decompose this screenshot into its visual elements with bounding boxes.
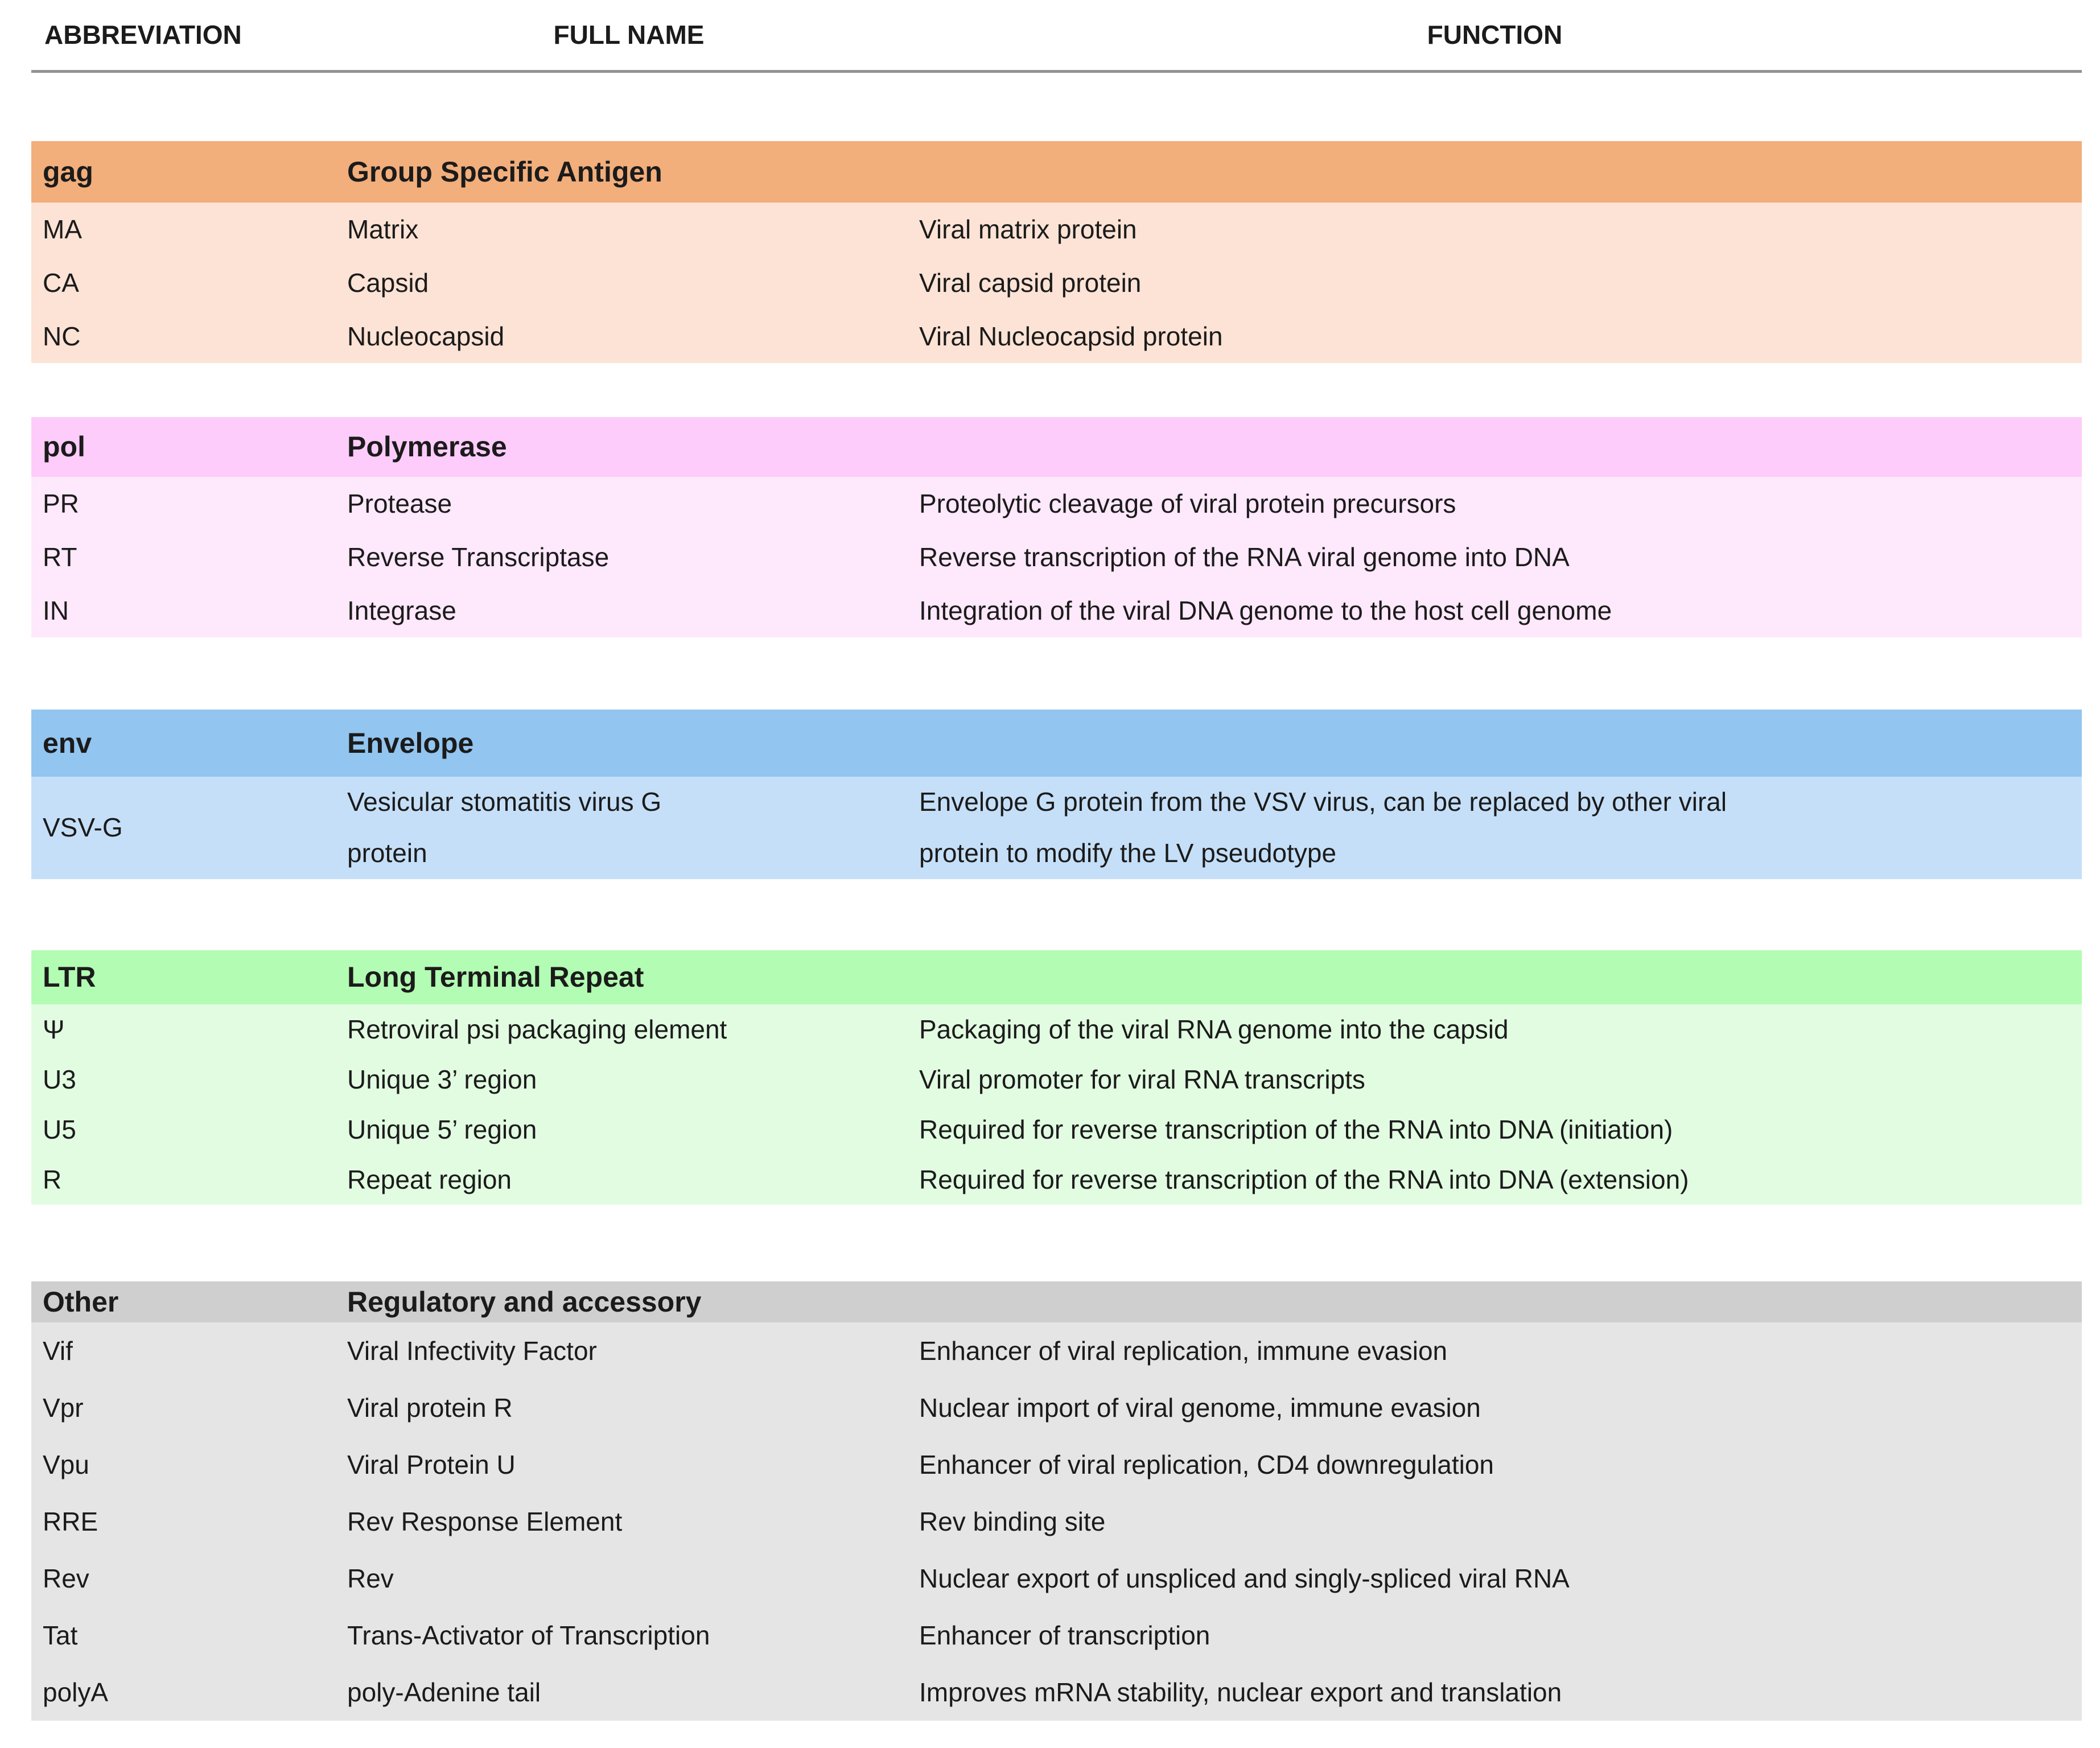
abbreviation-cell: IN bbox=[43, 595, 69, 625]
abbreviation-cell: MA bbox=[43, 214, 82, 244]
function-cell: Integration of the viral DNA genome to t… bbox=[919, 595, 1612, 625]
abbreviation-cell: PR bbox=[43, 488, 79, 518]
table-row: Vif Viral Infectivity Factor Enhancer of v… bbox=[31, 1322, 2082, 1379]
table-row: Rev Rev Nuclear export of unspliced and si… bbox=[31, 1550, 2082, 1607]
table-row: RRE Rev Response Element Rev binding site bbox=[31, 1493, 2082, 1550]
abbreviation-cell: U3 bbox=[43, 1064, 76, 1094]
abbreviation-cell: Rev bbox=[43, 1563, 89, 1593]
full-name-cell: Retroviral psi packaging element bbox=[347, 1014, 727, 1044]
abbreviation-cell: polyA bbox=[43, 1677, 109, 1707]
function-cell: Required for reverse transcription of th… bbox=[919, 1114, 1673, 1144]
section-title: Envelope bbox=[347, 727, 474, 759]
function-cell: Enhancer of viral replication, immune ev… bbox=[919, 1335, 1448, 1366]
function-cell: Reverse transcription of the RNA viral g… bbox=[919, 542, 1570, 572]
abbreviation-cell: Tat bbox=[43, 1620, 78, 1650]
column-header-full-name: FULL NAME bbox=[553, 20, 705, 50]
function-cell: Viral matrix protein bbox=[919, 214, 1137, 244]
abbreviation-cell: R bbox=[43, 1164, 62, 1194]
section-title: Group Specific Antigen bbox=[347, 155, 662, 188]
table-row: VSV-G Vesicular stomatitis virus G protei… bbox=[31, 777, 2082, 879]
section-title: Regulatory and accessory bbox=[347, 1285, 702, 1318]
table-row: Vpu Viral Protein U Enhancer of viral repl… bbox=[31, 1436, 2082, 1493]
full-name-cell: Matrix bbox=[347, 214, 419, 244]
function-cell: Viral Nucleocapsid protein bbox=[919, 321, 1223, 351]
abbreviation-cell: Vpu bbox=[43, 1449, 89, 1479]
full-name-cell: Integrase bbox=[347, 595, 456, 625]
abbreviation-cell: RT bbox=[43, 542, 77, 572]
column-headers: ABBREVIATION FULL NAME FUNCTION bbox=[31, 0, 2082, 73]
function-cell: Envelope G protein from the VSV virus, c… bbox=[919, 787, 1727, 868]
section-header: LTR Long Terminal Repeat bbox=[31, 950, 2082, 1004]
function-cell: Required for reverse transcription of th… bbox=[919, 1164, 1689, 1194]
function-cell: Nuclear export of unspliced and singly-s… bbox=[919, 1563, 1570, 1593]
full-name-cell: Capsid bbox=[347, 267, 429, 298]
section-header: Other Regulatory and accessory bbox=[31, 1281, 2082, 1322]
full-name-cell: Reverse Transcriptase bbox=[347, 542, 610, 572]
section-title: Polymerase bbox=[347, 431, 507, 463]
full-name-cell: Viral Infectivity Factor bbox=[347, 1335, 597, 1366]
full-name-cell: Repeat region bbox=[347, 1164, 512, 1194]
abbreviation-cell: VSV-G bbox=[43, 813, 123, 843]
table-row: NC Nucleocapsid Viral Nucleocapsid protein bbox=[31, 310, 2082, 363]
section-abbreviation: Other bbox=[43, 1285, 119, 1318]
full-name-cell: Viral protein R bbox=[347, 1392, 513, 1423]
full-name-cell: Rev Response Element bbox=[347, 1506, 623, 1536]
table-row: polyA poly-Adenine tail Improves mRNA stab… bbox=[31, 1664, 2082, 1721]
table-row: RT Reverse Transcriptase Reverse transcrip… bbox=[31, 530, 2082, 584]
function-cell: Enhancer of transcription bbox=[919, 1620, 1210, 1650]
section-header: gag Group Specific Antigen bbox=[31, 141, 2082, 203]
full-name-cell: Rev bbox=[347, 1563, 394, 1593]
abbreviation-cell: U5 bbox=[43, 1114, 76, 1144]
function-cell: Viral capsid protein bbox=[919, 267, 1142, 298]
table-row: IN Integrase Integration of the viral DNA … bbox=[31, 584, 2082, 637]
abbreviation-cell: Vpr bbox=[43, 1392, 84, 1423]
full-name-cell: Protease bbox=[347, 488, 452, 518]
function-cell: Proteolytic cleavage of viral protein pr… bbox=[919, 488, 1456, 518]
section-abbreviation: pol bbox=[43, 431, 85, 463]
abbreviation-cell: Vif bbox=[43, 1335, 73, 1366]
function-cell: Rev binding site bbox=[919, 1506, 1106, 1536]
function-cell: Nuclear import of viral genome, immune e… bbox=[919, 1392, 1481, 1423]
abbreviation-cell: NC bbox=[43, 321, 81, 351]
section-abbreviation: LTR bbox=[43, 961, 96, 993]
full-name-cell: Vesicular stomatitis virus G protein bbox=[347, 787, 662, 868]
table-row: R Repeat region Required for reverse trans… bbox=[31, 1155, 2082, 1205]
section-header: pol Polymerase bbox=[31, 417, 2082, 477]
section-title: Long Terminal Repeat bbox=[347, 961, 644, 993]
full-name-cell: Trans-Activator of Transcription bbox=[347, 1620, 710, 1650]
section-abbreviation: gag bbox=[43, 155, 93, 188]
function-cell: Improves mRNA stability, nuclear export … bbox=[919, 1677, 1562, 1707]
full-name-cell: poly-Adenine tail bbox=[347, 1677, 541, 1707]
table-row: U3 Unique 3’ region Viral promoter for vir… bbox=[31, 1054, 2082, 1104]
section-header: env Envelope bbox=[31, 710, 2082, 777]
table-row: Ψ Retroviral psi packaging element Packagi… bbox=[31, 1004, 2082, 1054]
function-cell: Viral promoter for viral RNA transcripts bbox=[919, 1064, 1365, 1094]
table-row: Tat Trans-Activator of Transcription Enhan… bbox=[31, 1607, 2082, 1664]
table-row: CA Capsid Viral capsid protein bbox=[31, 256, 2082, 310]
full-name-cell: Unique 5’ region bbox=[347, 1114, 537, 1144]
abbreviation-cell: CA bbox=[43, 267, 79, 298]
function-cell: Enhancer of viral replication, CD4 downr… bbox=[919, 1449, 1494, 1479]
full-name-cell: Unique 3’ region bbox=[347, 1064, 537, 1094]
table-row: PR Protease Proteolytic cleavage of viral … bbox=[31, 477, 2082, 530]
column-header-function: FUNCTION bbox=[1427, 20, 1563, 50]
column-header-abbreviation: ABBREVIATION bbox=[44, 20, 242, 50]
table-row: U5 Unique 5’ region Required for reverse t… bbox=[31, 1104, 2082, 1155]
full-name-cell: Nucleocapsid bbox=[347, 321, 505, 351]
abbreviation-cell: RRE bbox=[43, 1506, 98, 1536]
table-row: MA Matrix Viral matrix protein bbox=[31, 203, 2082, 256]
section-abbreviation: env bbox=[43, 727, 92, 759]
full-name-cell: Viral Protein U bbox=[347, 1449, 516, 1479]
table-row: Vpr Viral protein R Nuclear import of vira… bbox=[31, 1379, 2082, 1436]
function-cell: Packaging of the viral RNA genome into t… bbox=[919, 1014, 1509, 1044]
abbreviation-cell: Ψ bbox=[43, 1014, 65, 1044]
